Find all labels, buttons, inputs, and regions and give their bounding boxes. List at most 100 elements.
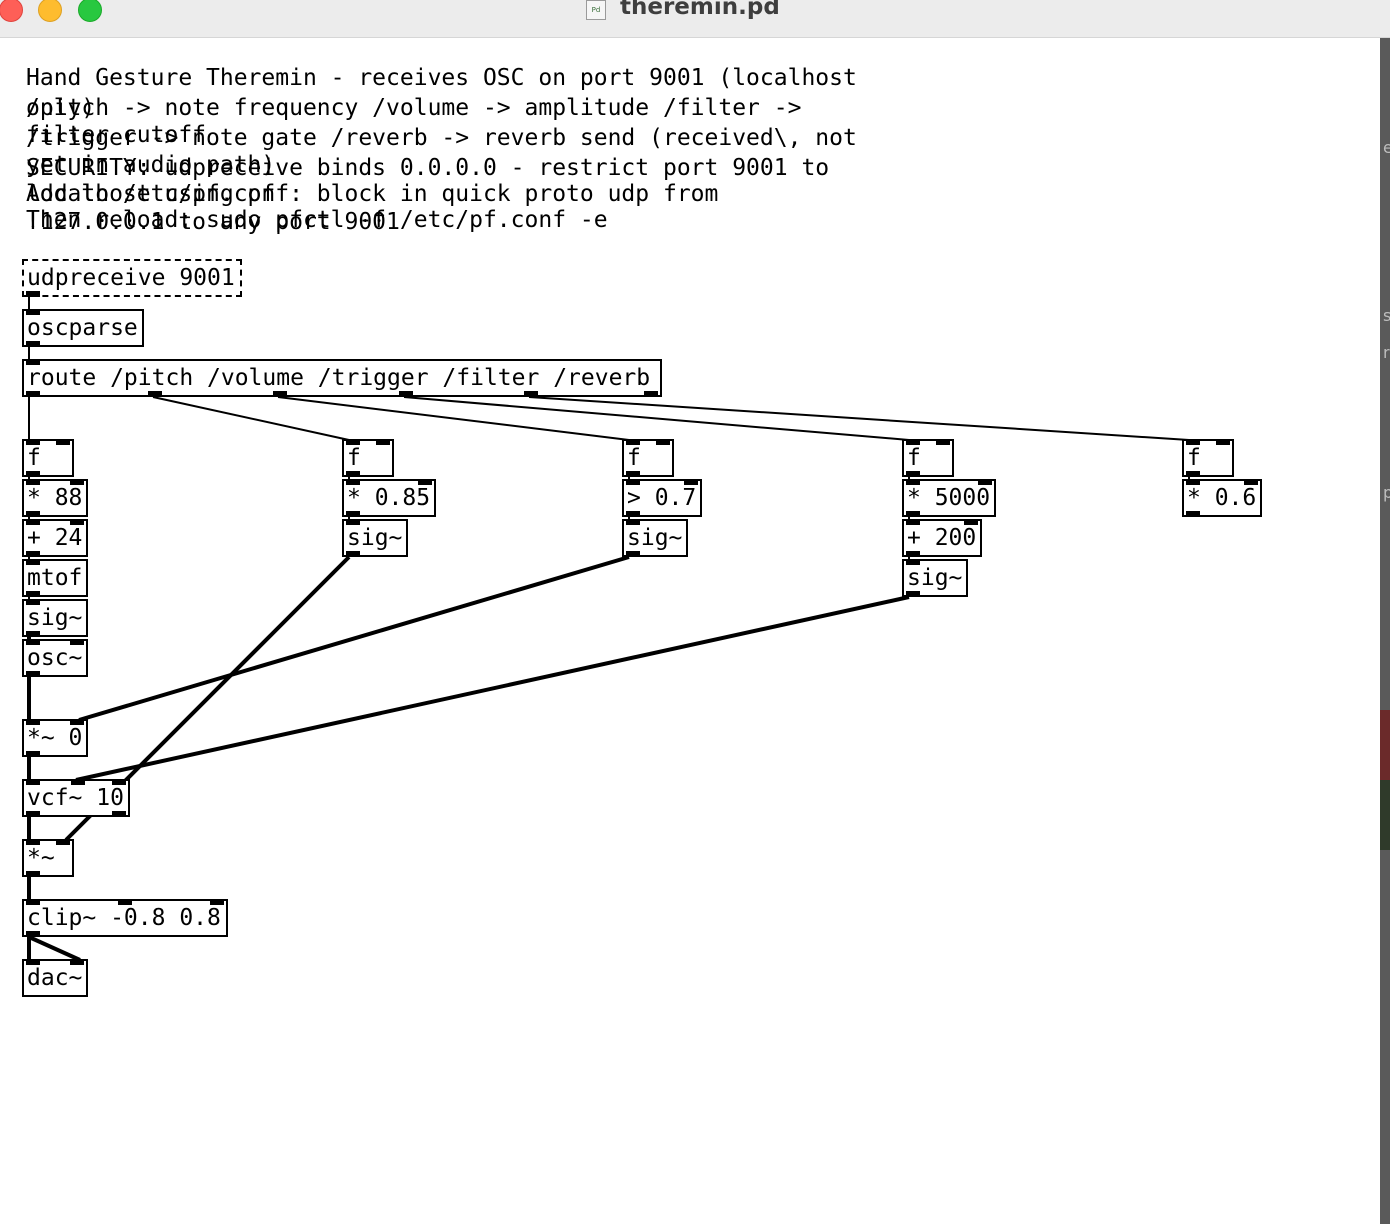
inlet-port[interactable] bbox=[26, 599, 40, 605]
greater-than-object[interactable]: > 0.7 bbox=[622, 479, 702, 517]
inlet-port[interactable] bbox=[26, 839, 40, 845]
outlet-port[interactable] bbox=[26, 931, 40, 937]
inlet-port[interactable] bbox=[626, 439, 640, 445]
outlet-port[interactable] bbox=[26, 551, 40, 557]
outlet-port[interactable] bbox=[26, 511, 40, 517]
outlet-port[interactable] bbox=[906, 591, 920, 597]
outlet-port[interactable] bbox=[1186, 511, 1200, 517]
inlet-port[interactable] bbox=[70, 959, 84, 965]
inlet-port[interactable] bbox=[210, 899, 224, 905]
float-object-reverb[interactable]: f bbox=[1182, 439, 1234, 477]
inlet-port[interactable] bbox=[56, 839, 70, 845]
outlet-port[interactable] bbox=[112, 811, 126, 817]
inlet-port[interactable] bbox=[418, 479, 432, 485]
inlet-port[interactable] bbox=[906, 439, 920, 445]
float-object-trigger[interactable]: f bbox=[622, 439, 674, 477]
inlet-port[interactable] bbox=[936, 439, 950, 445]
multiply-085-object[interactable]: * 0.85 bbox=[342, 479, 436, 517]
route-object[interactable]: route /pitch /volume /trigger /filter /r… bbox=[22, 359, 662, 397]
patch-canvas[interactable]: Hand Gesture Theremin - receives OSC on … bbox=[0, 38, 1380, 1224]
inlet-port[interactable] bbox=[684, 479, 698, 485]
outlet-port[interactable] bbox=[399, 391, 413, 397]
inlet-port[interactable] bbox=[1244, 479, 1258, 485]
sig-object-filter[interactable]: sig~ bbox=[902, 559, 968, 597]
inlet-port[interactable] bbox=[26, 719, 40, 725]
outlet-port[interactable] bbox=[26, 341, 40, 347]
inlet-port[interactable] bbox=[346, 479, 360, 485]
sig-object-volume[interactable]: sig~ bbox=[342, 519, 408, 557]
inlet-port[interactable] bbox=[26, 559, 40, 565]
outlet-port[interactable] bbox=[26, 871, 40, 877]
outlet-port[interactable] bbox=[906, 471, 920, 477]
inlet-port[interactable] bbox=[56, 439, 70, 445]
outlet-port[interactable] bbox=[346, 471, 360, 477]
outlet-port[interactable] bbox=[346, 551, 360, 557]
outlet-port[interactable] bbox=[26, 471, 40, 477]
oscparse-object[interactable]: oscparse bbox=[22, 309, 144, 347]
inlet-port[interactable] bbox=[906, 559, 920, 565]
signal-multiply-0-object[interactable]: *~ 0 bbox=[22, 719, 88, 757]
outlet-port[interactable] bbox=[26, 591, 40, 597]
sig-object-pitch[interactable]: sig~ bbox=[22, 599, 88, 637]
inlet-port[interactable] bbox=[26, 479, 40, 485]
osc-object[interactable]: osc~ bbox=[22, 639, 88, 677]
inlet-port[interactable] bbox=[626, 479, 640, 485]
inlet-port[interactable] bbox=[26, 519, 40, 525]
outlet-port[interactable] bbox=[626, 551, 640, 557]
clip-object[interactable]: clip~ -0.8 0.8 bbox=[22, 899, 228, 937]
inlet-port[interactable] bbox=[70, 639, 84, 645]
inlet-port[interactable] bbox=[626, 519, 640, 525]
dac-object[interactable]: dac~ bbox=[22, 959, 88, 997]
inlet-port[interactable] bbox=[346, 439, 360, 445]
outlet-port[interactable] bbox=[626, 511, 640, 517]
outlet-port[interactable] bbox=[273, 391, 287, 397]
inlet-port[interactable] bbox=[70, 719, 84, 725]
inlet-port[interactable] bbox=[26, 359, 40, 365]
inlet-port[interactable] bbox=[26, 309, 40, 315]
float-object-filter[interactable]: f bbox=[902, 439, 954, 477]
outlet-port[interactable] bbox=[644, 391, 658, 397]
vcf-object[interactable]: vcf~ 10 bbox=[22, 779, 130, 817]
minimize-window-button[interactable] bbox=[38, 0, 62, 22]
inlet-port[interactable] bbox=[906, 519, 920, 525]
add-24-object[interactable]: + 24 bbox=[22, 519, 88, 557]
inlet-port[interactable] bbox=[70, 479, 84, 485]
inlet-port[interactable] bbox=[26, 779, 40, 785]
outlet-port[interactable] bbox=[346, 511, 360, 517]
multiply-5000-object[interactable]: * 5000 bbox=[902, 479, 996, 517]
multiply-88-object[interactable]: * 88 bbox=[22, 479, 88, 517]
outlet-port[interactable] bbox=[524, 391, 538, 397]
inlet-port[interactable] bbox=[346, 519, 360, 525]
inlet-port[interactable] bbox=[1186, 439, 1200, 445]
inlet-port[interactable] bbox=[906, 479, 920, 485]
inlet-port[interactable] bbox=[978, 479, 992, 485]
inlet-port[interactable] bbox=[1186, 479, 1200, 485]
inlet-port[interactable] bbox=[964, 519, 978, 525]
outlet-port[interactable] bbox=[26, 291, 40, 297]
inlet-port[interactable] bbox=[118, 899, 132, 905]
inlet-port[interactable] bbox=[26, 439, 40, 445]
inlet-port[interactable] bbox=[26, 959, 40, 965]
inlet-port[interactable] bbox=[26, 899, 40, 905]
inlet-port[interactable] bbox=[376, 439, 390, 445]
inlet-port[interactable] bbox=[656, 439, 670, 445]
outlet-port[interactable] bbox=[26, 811, 40, 817]
outlet-port[interactable] bbox=[906, 511, 920, 517]
multiply-06-object[interactable]: * 0.6 bbox=[1182, 479, 1262, 517]
float-object-pitch[interactable]: f bbox=[22, 439, 74, 477]
add-200-object[interactable]: + 200 bbox=[902, 519, 982, 557]
outlet-port[interactable] bbox=[26, 671, 40, 677]
inlet-port[interactable] bbox=[112, 779, 126, 785]
outlet-port[interactable] bbox=[906, 551, 920, 557]
outlet-port[interactable] bbox=[626, 471, 640, 477]
outlet-port[interactable] bbox=[148, 391, 162, 397]
inlet-port[interactable] bbox=[26, 639, 40, 645]
outlet-port[interactable] bbox=[26, 631, 40, 637]
outlet-port[interactable] bbox=[26, 391, 40, 397]
sig-object-trigger[interactable]: sig~ bbox=[622, 519, 688, 557]
inlet-port[interactable] bbox=[71, 779, 85, 785]
zoom-window-button[interactable] bbox=[78, 0, 102, 22]
signal-multiply-object[interactable]: *~ bbox=[22, 839, 74, 877]
outlet-port[interactable] bbox=[1186, 471, 1200, 477]
udpreceive-object[interactable]: udpreceive 9001 bbox=[22, 259, 242, 297]
